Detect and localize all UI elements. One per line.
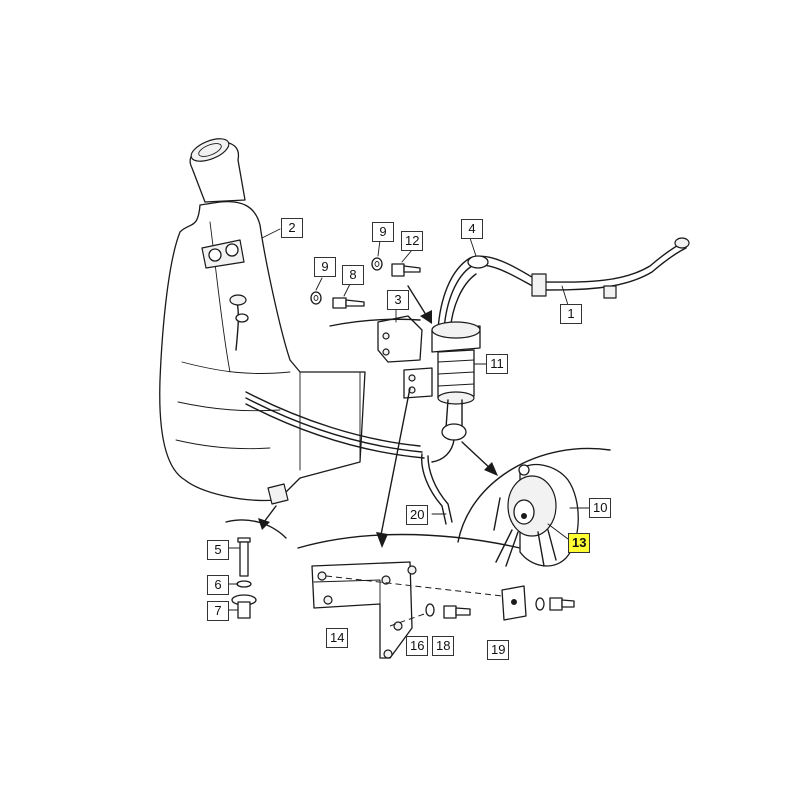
detail-circle-mount (225, 519, 287, 619)
washer-9-left (310, 291, 322, 305)
callout-8[interactable]: 8 (342, 265, 364, 285)
pump-assembly (403, 321, 481, 463)
reservoir-tank (159, 138, 366, 505)
bracket-upper (329, 315, 423, 363)
pointer-arrows (258, 285, 498, 548)
detail-circle-bracket (297, 533, 575, 659)
leader-lines (227, 228, 591, 611)
callout-19[interactable]: 19 (487, 640, 510, 660)
callout-14[interactable]: 14 (326, 628, 349, 648)
callout-9-right[interactable]: 9 (372, 222, 394, 242)
callout-4[interactable]: 4 (461, 219, 483, 239)
callout-1[interactable]: 1 (560, 304, 582, 324)
callout-18[interactable]: 18 (432, 636, 455, 656)
callout-6[interactable]: 6 (207, 575, 229, 595)
callout-5[interactable]: 5 (207, 540, 229, 560)
callout-10[interactable]: 10 (589, 498, 612, 518)
callout-16[interactable]: 16 (406, 636, 429, 656)
washer-9-right (371, 257, 383, 271)
tube-20 (421, 453, 453, 525)
callout-7[interactable]: 7 (207, 601, 229, 621)
bolt-12 (391, 263, 421, 277)
callout-12[interactable]: 12 (401, 231, 424, 251)
callout-3[interactable]: 3 (387, 290, 409, 310)
callout-2[interactable]: 2 (281, 218, 303, 238)
callout-20[interactable]: 20 (406, 505, 429, 525)
callout-13[interactable]: 13 (568, 533, 591, 553)
detail-circle-motor (457, 447, 611, 567)
bolt-8 (332, 297, 365, 309)
callout-11[interactable]: 11 (486, 354, 508, 374)
callout-9-left[interactable]: 9 (314, 257, 336, 277)
